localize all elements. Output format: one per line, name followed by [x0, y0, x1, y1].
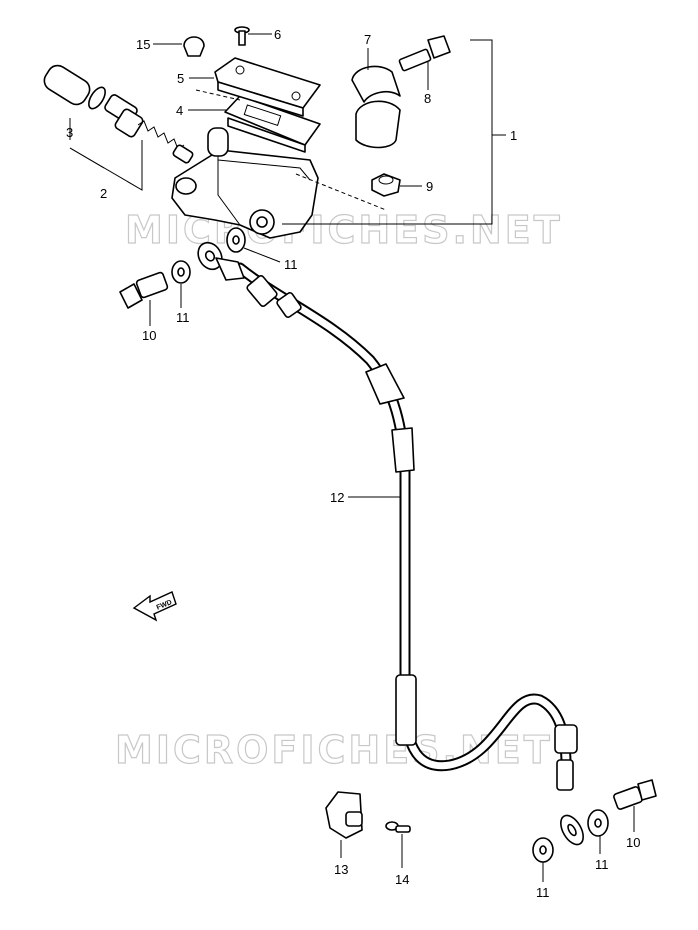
- washer-11-lower-b: [587, 809, 609, 837]
- callout-10-upper: 10: [142, 328, 156, 343]
- clamp-7: [351, 65, 401, 149]
- piston-kit: [43, 64, 194, 164]
- callout-15: 15: [136, 37, 150, 52]
- callout-4: 4: [176, 103, 183, 118]
- callouts: 15 6 5 4 7 8 9 1 3 2 11 11 10 12 13 14 1…: [66, 27, 640, 900]
- washer-11-lower-a: [532, 837, 554, 863]
- callout-14: 14: [395, 872, 409, 887]
- callout-11-left: 11: [176, 310, 190, 325]
- callout-13: 13: [334, 862, 348, 877]
- callout-6: 6: [274, 27, 281, 42]
- banjo-bolt-10-lower: [613, 779, 657, 810]
- leader-lines: [69, 33, 635, 882]
- washer-11-upper: [226, 227, 246, 253]
- washer-11-left: [171, 260, 191, 284]
- callout-3: 3: [66, 125, 73, 140]
- callout-10-lower: 10: [626, 835, 640, 850]
- callout-12: 12: [330, 490, 344, 505]
- callout-1: 1: [510, 128, 517, 143]
- callout-8: 8: [424, 91, 431, 106]
- callout-11-lower-b: 11: [595, 857, 609, 872]
- fwd-direction-marker: FWD: [132, 591, 177, 622]
- master-cylinder-body: [171, 127, 319, 239]
- bolt-8: [398, 35, 451, 72]
- callout-2: 2: [100, 186, 107, 201]
- reservoir-plate: [224, 95, 321, 153]
- brake-hose: [197, 241, 584, 846]
- reservoir-cap: [214, 57, 321, 117]
- callout-11-upper: 11: [284, 257, 298, 272]
- screw-14: [385, 821, 411, 833]
- callout-5: 5: [177, 71, 184, 86]
- rubber-cap-15: [183, 36, 205, 57]
- callout-9: 9: [426, 179, 433, 194]
- screw-6: [234, 26, 250, 46]
- clamp-13: [325, 791, 363, 839]
- nut-9: [371, 173, 401, 197]
- banjo-bolt-10-upper: [119, 271, 169, 309]
- callout-11-lower-a: 11: [536, 885, 550, 900]
- callout-7: 7: [364, 32, 371, 47]
